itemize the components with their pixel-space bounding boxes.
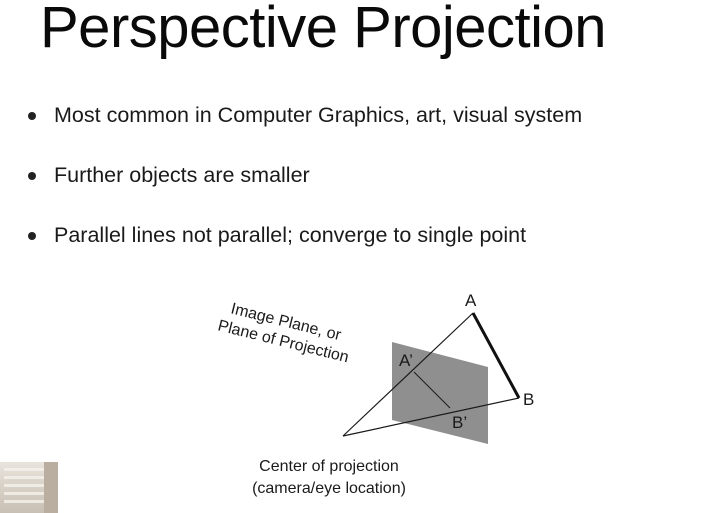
projected-segment [413,371,451,409]
object-segment [471,312,521,399]
bullet-item: Further objects are smaller [26,160,582,190]
bullet-list: Most common in Computer Graphics, art, v… [26,100,582,280]
point-b-prime-label: B’ [452,413,467,432]
point-a-label: A [465,291,477,310]
bullet-item: Parallel lines not parallel; converge to… [26,220,582,250]
point-a-prime-label: A’ [399,351,413,370]
slide-title: Perspective Projection [40,0,607,60]
center-label-line1: Center of projection [259,458,399,475]
bullet-item: Most common in Computer Graphics, art, v… [26,100,582,130]
webcam-thumbnail [0,462,58,513]
projector-line-b [342,397,520,437]
center-label-line2: (camera/eye location) [252,480,406,497]
projector-line-a [342,312,474,437]
point-b-label: B [523,390,534,409]
